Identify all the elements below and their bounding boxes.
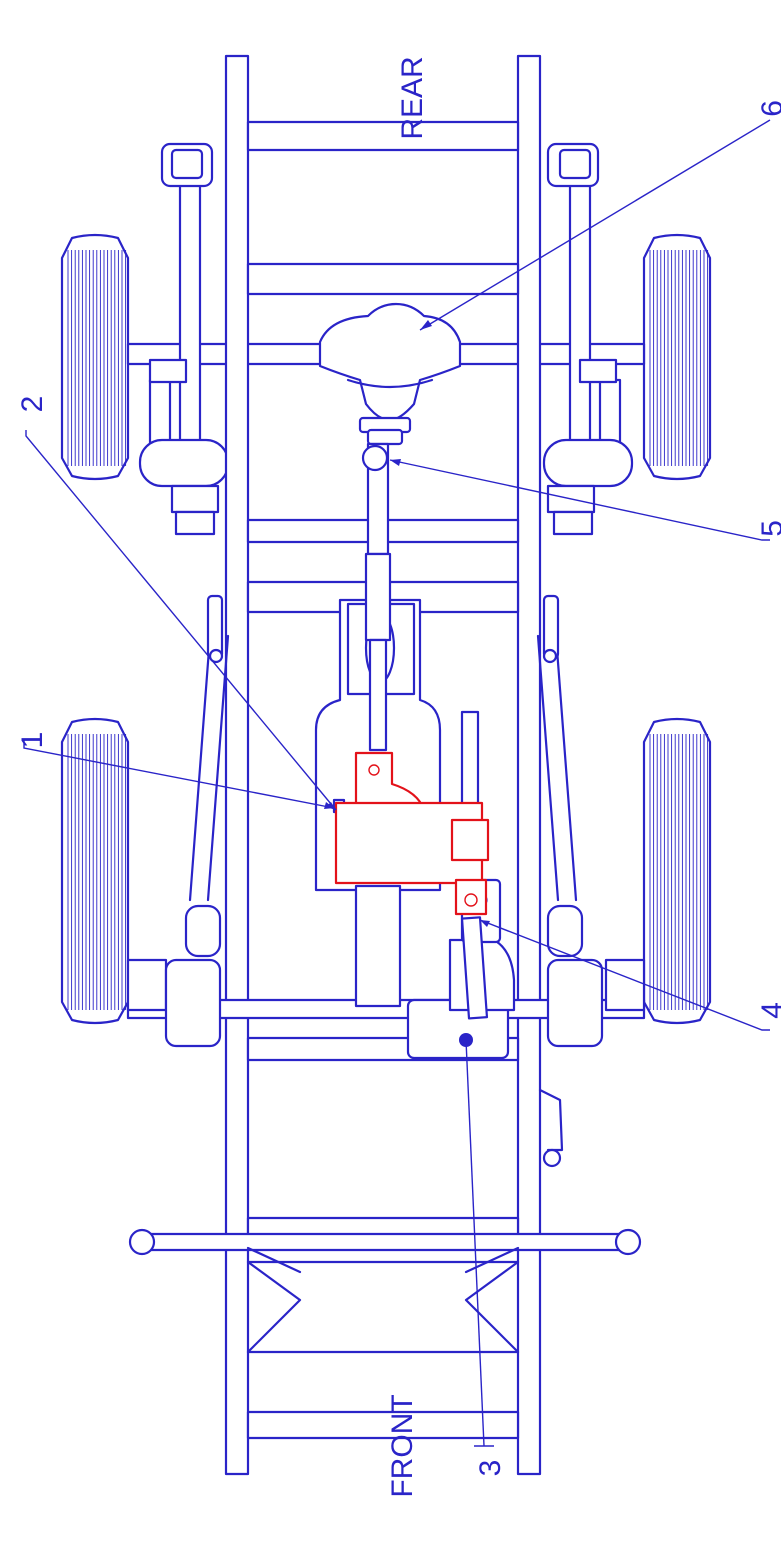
wheel-rear-right	[642, 233, 712, 481]
callout-1: 1	[16, 732, 49, 749]
wheel-front-left	[60, 717, 130, 1025]
callout-2: 2	[16, 396, 49, 413]
front-axle	[126, 904, 646, 1256]
rear-label: REAR	[396, 56, 429, 139]
callout-4: 4	[756, 1002, 781, 1019]
front-label: FRONT	[386, 1394, 419, 1497]
rear-suspension-left	[138, 142, 230, 536]
callout-3: 3	[474, 1460, 507, 1477]
callout-5: 5	[756, 520, 781, 537]
leader-lines	[23, 119, 771, 1447]
front-driveshaft	[460, 916, 489, 1020]
front-suspension	[188, 594, 578, 1274]
driveshaft	[361, 442, 392, 752]
callout-6: 6	[756, 100, 781, 117]
rear-axle	[126, 302, 646, 446]
rear-suspension-right	[542, 142, 634, 536]
wheel-front-right	[642, 717, 712, 1025]
transfer-case	[334, 751, 490, 916]
wheel-rear-left	[60, 233, 130, 481]
